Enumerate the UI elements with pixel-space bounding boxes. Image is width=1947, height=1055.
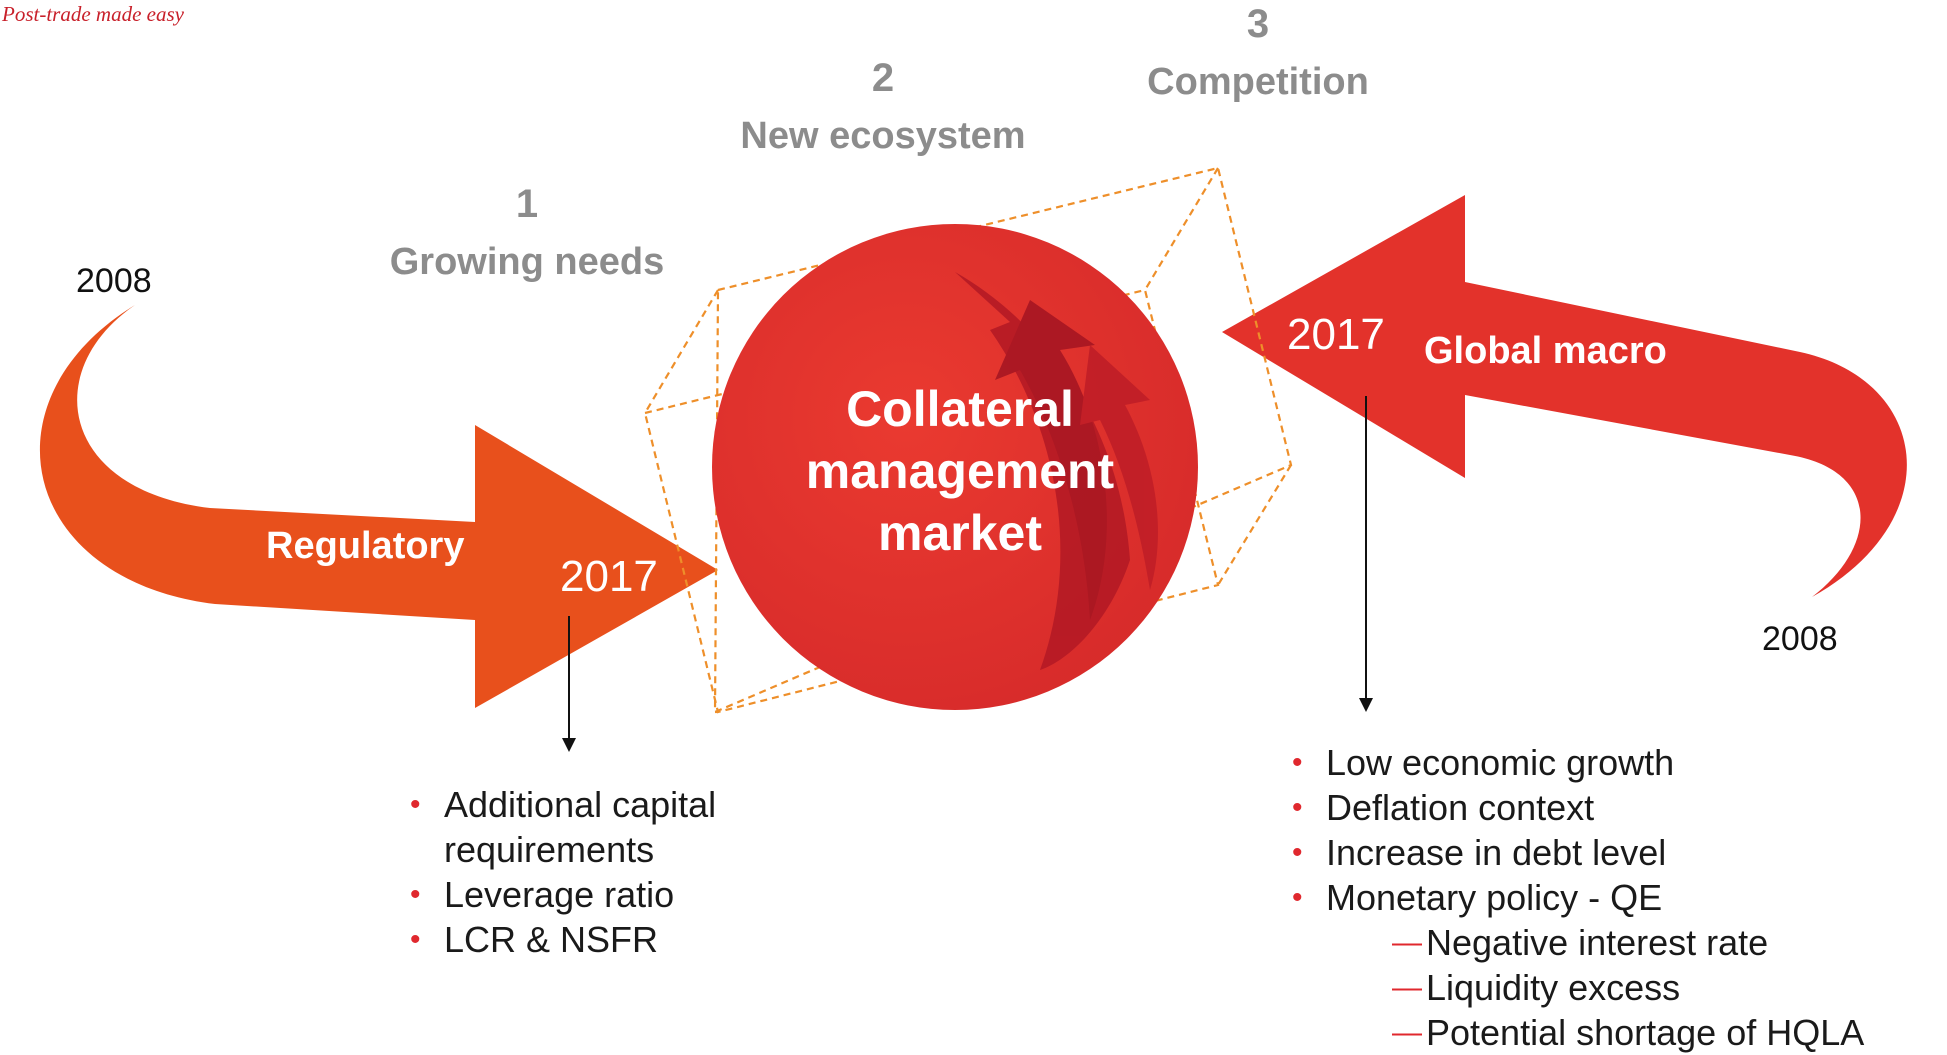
- center-label: Collateral management market: [805, 381, 1115, 561]
- list-item: Increase in debt level: [1292, 830, 1864, 875]
- step-3: 3 Competition: [1108, 2, 1408, 104]
- regulatory-label: Regulatory: [266, 525, 465, 567]
- list-item: Leverage ratio: [410, 872, 804, 917]
- step-1-label: Growing needs: [389, 241, 665, 283]
- macro-start-year: 2008: [1762, 620, 1838, 658]
- list-item: Additional capital requirements: [410, 782, 804, 872]
- step-1-number: 1: [515, 182, 539, 226]
- sub-list-item: Negative interest rate: [1292, 920, 1864, 965]
- regulatory-bullet-list: Additional capital requirements Leverage…: [410, 782, 804, 962]
- macro-down-arrow: [1359, 396, 1373, 712]
- sub-list-item: Potential shortage of HQLA: [1292, 1010, 1864, 1055]
- macro-end-year: 2017: [1287, 310, 1385, 359]
- macro-label: Global macro: [1424, 330, 1667, 372]
- step-2-label: New ecosystem: [740, 115, 1026, 157]
- regulatory-start-year: 2008: [76, 262, 152, 300]
- list-item: Low economic growth: [1292, 740, 1864, 785]
- regulatory-end-year: 2017: [560, 552, 658, 601]
- step-2: 2 New ecosystem: [708, 56, 1058, 158]
- step-2-number: 2: [871, 56, 895, 100]
- regulatory-arrow: [39, 305, 718, 708]
- list-item: Monetary policy - QE: [1292, 875, 1864, 920]
- step-3-label: Competition: [1147, 61, 1369, 103]
- global-macro-arrow: [1222, 195, 1907, 597]
- step-1: 1 Growing needs: [372, 182, 682, 284]
- cube-outline: [643, 166, 1293, 714]
- list-item: LCR & NSFR: [410, 917, 804, 962]
- macro-bullet-list: Low economic growth Deflation context In…: [1292, 740, 1864, 1055]
- sphere-swirl-decoration: [955, 272, 1158, 670]
- list-item: Deflation context: [1292, 785, 1864, 830]
- step-3-number: 3: [1246, 2, 1270, 46]
- tagline: Post-trade made easy: [2, 2, 184, 26]
- regulatory-down-arrow: [562, 616, 576, 752]
- sub-list-item: Liquidity excess: [1292, 965, 1864, 1010]
